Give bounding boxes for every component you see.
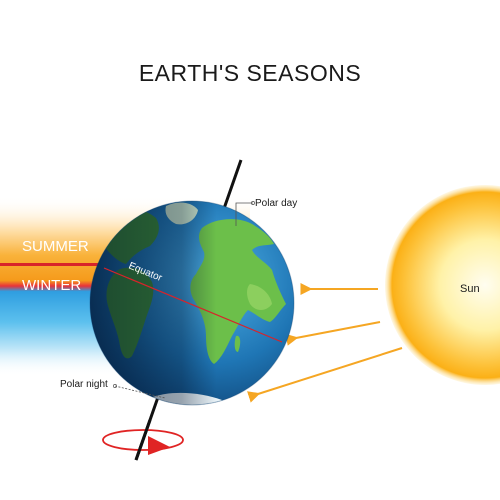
summer-label: SUMMER [22, 238, 89, 255]
polar-night-leader [114, 385, 166, 399]
rotation-arrow [102, 429, 184, 455]
sunlight-arrow [247, 347, 403, 403]
polar-day-leader [235, 202, 253, 226]
polar-night-dot [113, 384, 117, 388]
winter-label: WINTER [22, 277, 82, 294]
sunlight-arrow [285, 321, 381, 346]
tropic-line [0, 263, 120, 266]
sun-label: Sun [460, 283, 480, 295]
polar-night-label: Polar night [60, 379, 108, 390]
sun [385, 185, 500, 385]
earth-globe [89, 200, 295, 406]
earth-axis-front [134, 419, 152, 461]
polar-day-dot [251, 201, 255, 205]
page-title: EARTH'S SEASONS [138, 60, 362, 86]
polar-day-label: Polar day [255, 198, 298, 209]
equator-line [103, 267, 283, 343]
